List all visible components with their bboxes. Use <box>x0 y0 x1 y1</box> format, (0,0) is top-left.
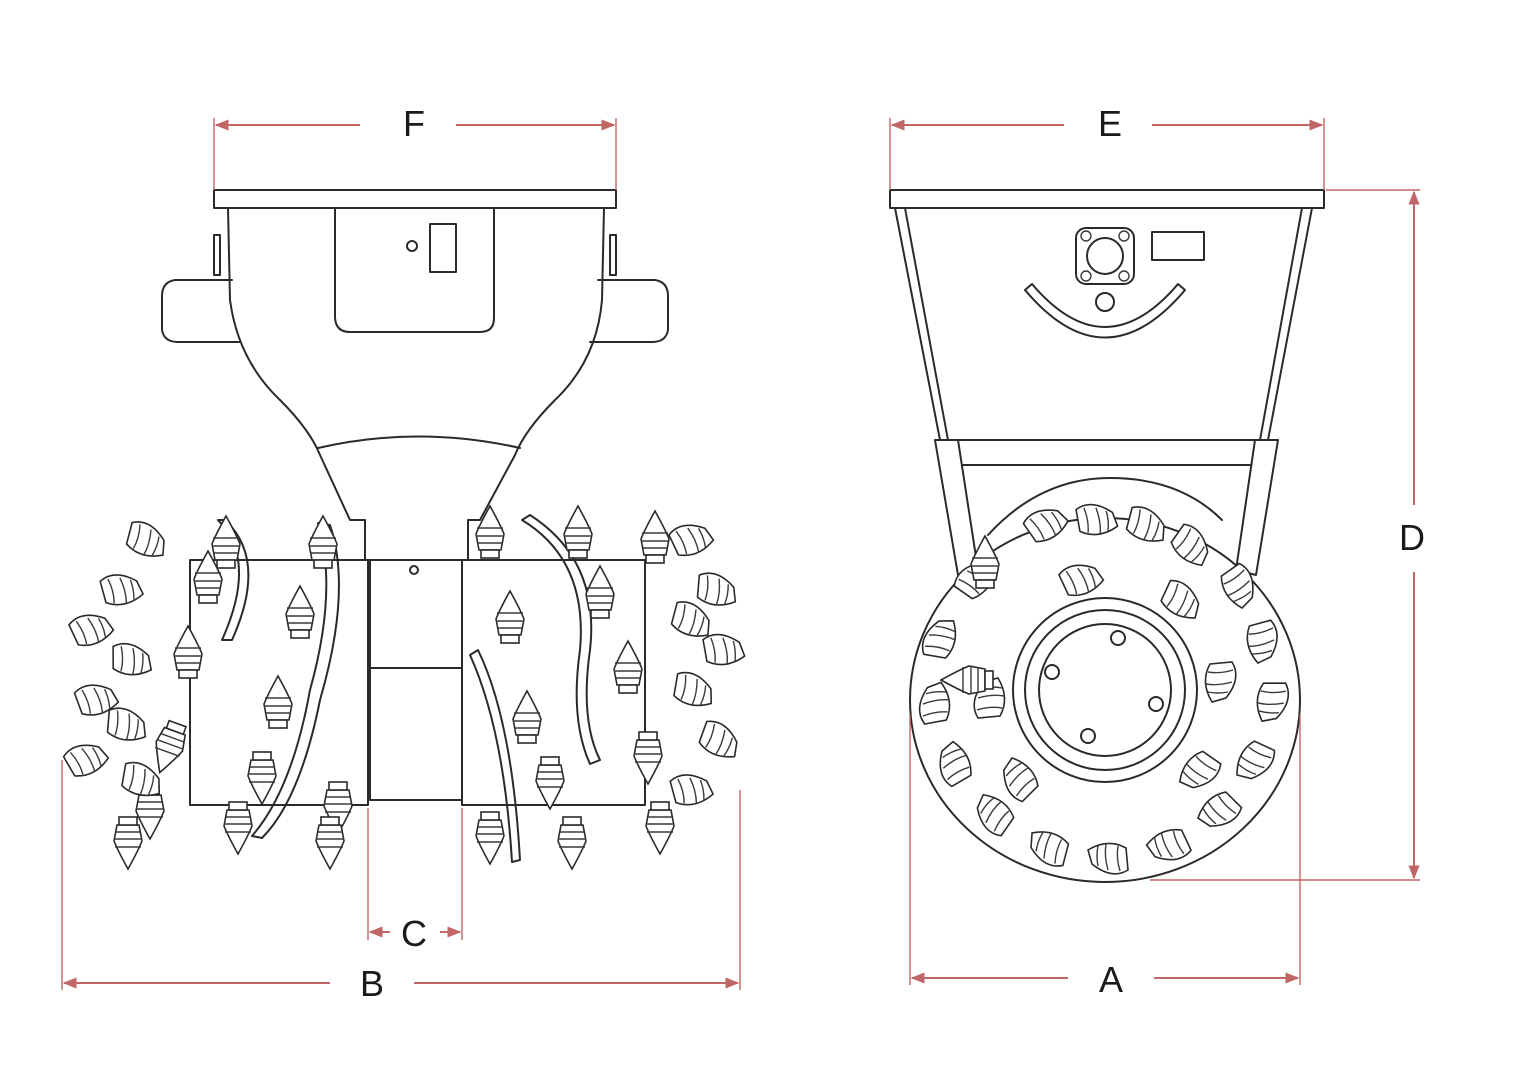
hydraulic-port <box>1075 227 1135 312</box>
dimension-b: B <box>61 760 741 1004</box>
dimension-label-f: F <box>403 103 425 144</box>
front-view: F C B <box>61 103 746 1004</box>
side-label-plate <box>1151 231 1205 261</box>
dimension-label-c: C <box>401 913 427 954</box>
left-ear <box>161 279 241 343</box>
left-cutter-drum <box>61 515 369 870</box>
curved-guard <box>1024 283 1186 339</box>
dimension-d: D <box>1150 189 1425 881</box>
motor-housing <box>227 207 605 561</box>
mounting-window <box>334 207 495 333</box>
dimension-e: E <box>889 103 1325 190</box>
port-screw <box>406 240 418 252</box>
side-housing <box>894 207 1313 441</box>
left-arm <box>934 439 979 576</box>
dimension-label-e: E <box>1098 103 1122 144</box>
front-top-plate <box>213 189 617 209</box>
center-shaft <box>369 559 463 801</box>
side-top-plate <box>889 189 1325 209</box>
dimension-label-b: B <box>360 963 384 1004</box>
dimension-label-d: D <box>1399 517 1425 558</box>
drum-hub <box>1012 597 1198 783</box>
dimension-f: F <box>213 103 617 190</box>
dimension-label-a: A <box>1099 959 1123 1000</box>
dimension-a: A <box>909 715 1301 1000</box>
dimension-c: C <box>367 808 463 954</box>
right-ear <box>589 279 669 343</box>
side-cutter-drum <box>909 477 1301 883</box>
right-cutter-drum <box>461 505 746 870</box>
side-view: E D A <box>889 103 1425 1000</box>
right-arm <box>1235 439 1279 576</box>
port-box <box>429 223 457 273</box>
